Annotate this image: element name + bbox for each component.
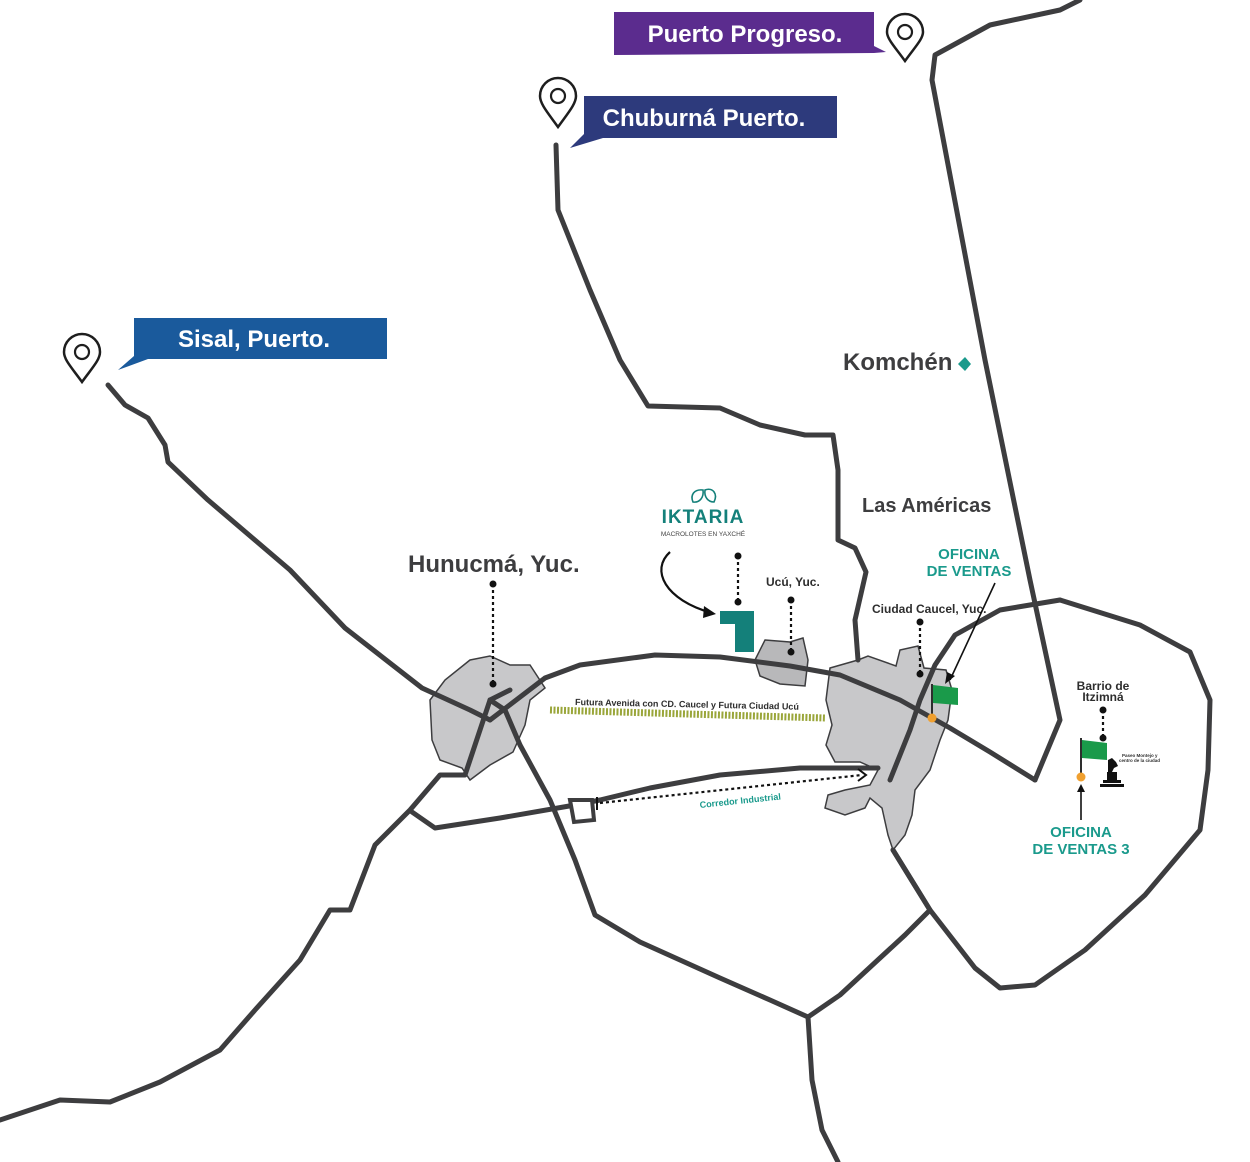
office1-label-line2: DE VENTAS	[927, 563, 1012, 580]
road-mid-corridor	[409, 765, 881, 831]
sisal-label-box	[118, 318, 387, 370]
ucu-label: Ucú, Yuc.	[766, 575, 820, 589]
komchen-label: Komchén	[843, 349, 952, 376]
road-chuburna	[553, 142, 869, 663]
road-sisal	[105, 382, 493, 723]
hunucma-dot-end	[489, 680, 497, 688]
iktaria-brand-name: IKTARIA	[662, 507, 745, 528]
corridor-label: Corredor Industrial	[699, 792, 781, 810]
road-west-lower	[0, 697, 493, 1123]
itzimna-label-line1: Barrio de	[1077, 679, 1130, 693]
ucu-dot	[787, 596, 795, 604]
road-south-loop	[887, 597, 1063, 783]
road-south-arc	[487, 697, 933, 1020]
office3-pointer-head	[1077, 784, 1085, 792]
hunucma-dot	[489, 580, 497, 588]
office3-label-line1: OFICINA	[1050, 824, 1112, 841]
chuburna-label-box	[570, 96, 837, 148]
chuburna-label: Chuburná Puerto.	[603, 105, 806, 132]
road-south-straight	[805, 1014, 841, 1162]
future-avenue-line	[549, 706, 826, 722]
progreso-label-box	[614, 12, 886, 55]
iktaria-lot	[720, 611, 754, 652]
future-avenue-label: Futura Avenida con CD. Caucel y Futura C…	[575, 697, 799, 712]
montejo-label-line2: centro de la ciudad	[1119, 758, 1160, 763]
road-hunucma-caucel	[487, 652, 1038, 783]
leaders	[489, 552, 1107, 742]
iktaria-tagline: MACROLOTES EN YAXCHÉ	[661, 529, 746, 538]
flag-icon	[1080, 738, 1107, 776]
pin-progreso	[885, 12, 925, 64]
road-ne-corridor	[487, 687, 513, 703]
flag-icon	[931, 684, 958, 718]
office1-label-line1: OFICINA	[938, 546, 1000, 563]
corridor-arrow-right	[857, 768, 868, 782]
office3-orange-dot	[1076, 772, 1086, 782]
iktaria-pointer-arrow	[660, 551, 713, 615]
location-pin-dot	[549, 87, 567, 105]
office1-orange-dot	[927, 713, 937, 723]
iktaria-dot-end	[734, 598, 742, 606]
pin-chuburna	[538, 76, 578, 130]
office1-pointer-head	[945, 672, 955, 684]
diamond-icon	[958, 357, 971, 371]
location-pin-dot	[73, 343, 91, 361]
iktaria-logo: IKTARIA MACROLOTES EN YAXCHÉ	[661, 488, 746, 538]
progreso-label: Puerto Progreso.	[648, 21, 843, 48]
office1-pointer	[949, 582, 996, 681]
pin-sisal	[62, 332, 102, 385]
road-network	[0, 0, 1213, 1162]
road-periferico	[890, 597, 1213, 991]
itzimna-dot	[1099, 706, 1107, 714]
industrial-lot	[567, 798, 597, 825]
las-americas-label: Las Américas	[862, 495, 991, 517]
iktaria-pointer-arrowhead	[703, 606, 716, 618]
caucel-label: Ciudad Caucel, Yuc.	[872, 602, 986, 616]
corridor-dashed-line	[599, 773, 863, 805]
road-progreso	[929, 0, 1083, 783]
sisal-label: Sisal, Puerto.	[178, 326, 330, 353]
location-pin-dot	[896, 23, 914, 41]
ucu-dot-end	[787, 648, 795, 656]
office3-label-line2: DE VENTAS 3	[1032, 841, 1129, 858]
monument-icon	[1100, 758, 1124, 787]
itzimna-label-line2: Itzimná	[1082, 690, 1124, 704]
hunucma-label: Hunucmá, Yuc.	[408, 551, 580, 578]
iktaria-dot	[734, 552, 742, 560]
montejo-label-line1: Paseo Montejo y	[1122, 753, 1158, 758]
caucel-dot	[916, 618, 924, 626]
ucu-urban-area	[754, 637, 809, 687]
leaf-icon	[691, 488, 717, 503]
itzimna-dot-end	[1099, 734, 1107, 742]
caucel-dot-end	[916, 670, 924, 678]
